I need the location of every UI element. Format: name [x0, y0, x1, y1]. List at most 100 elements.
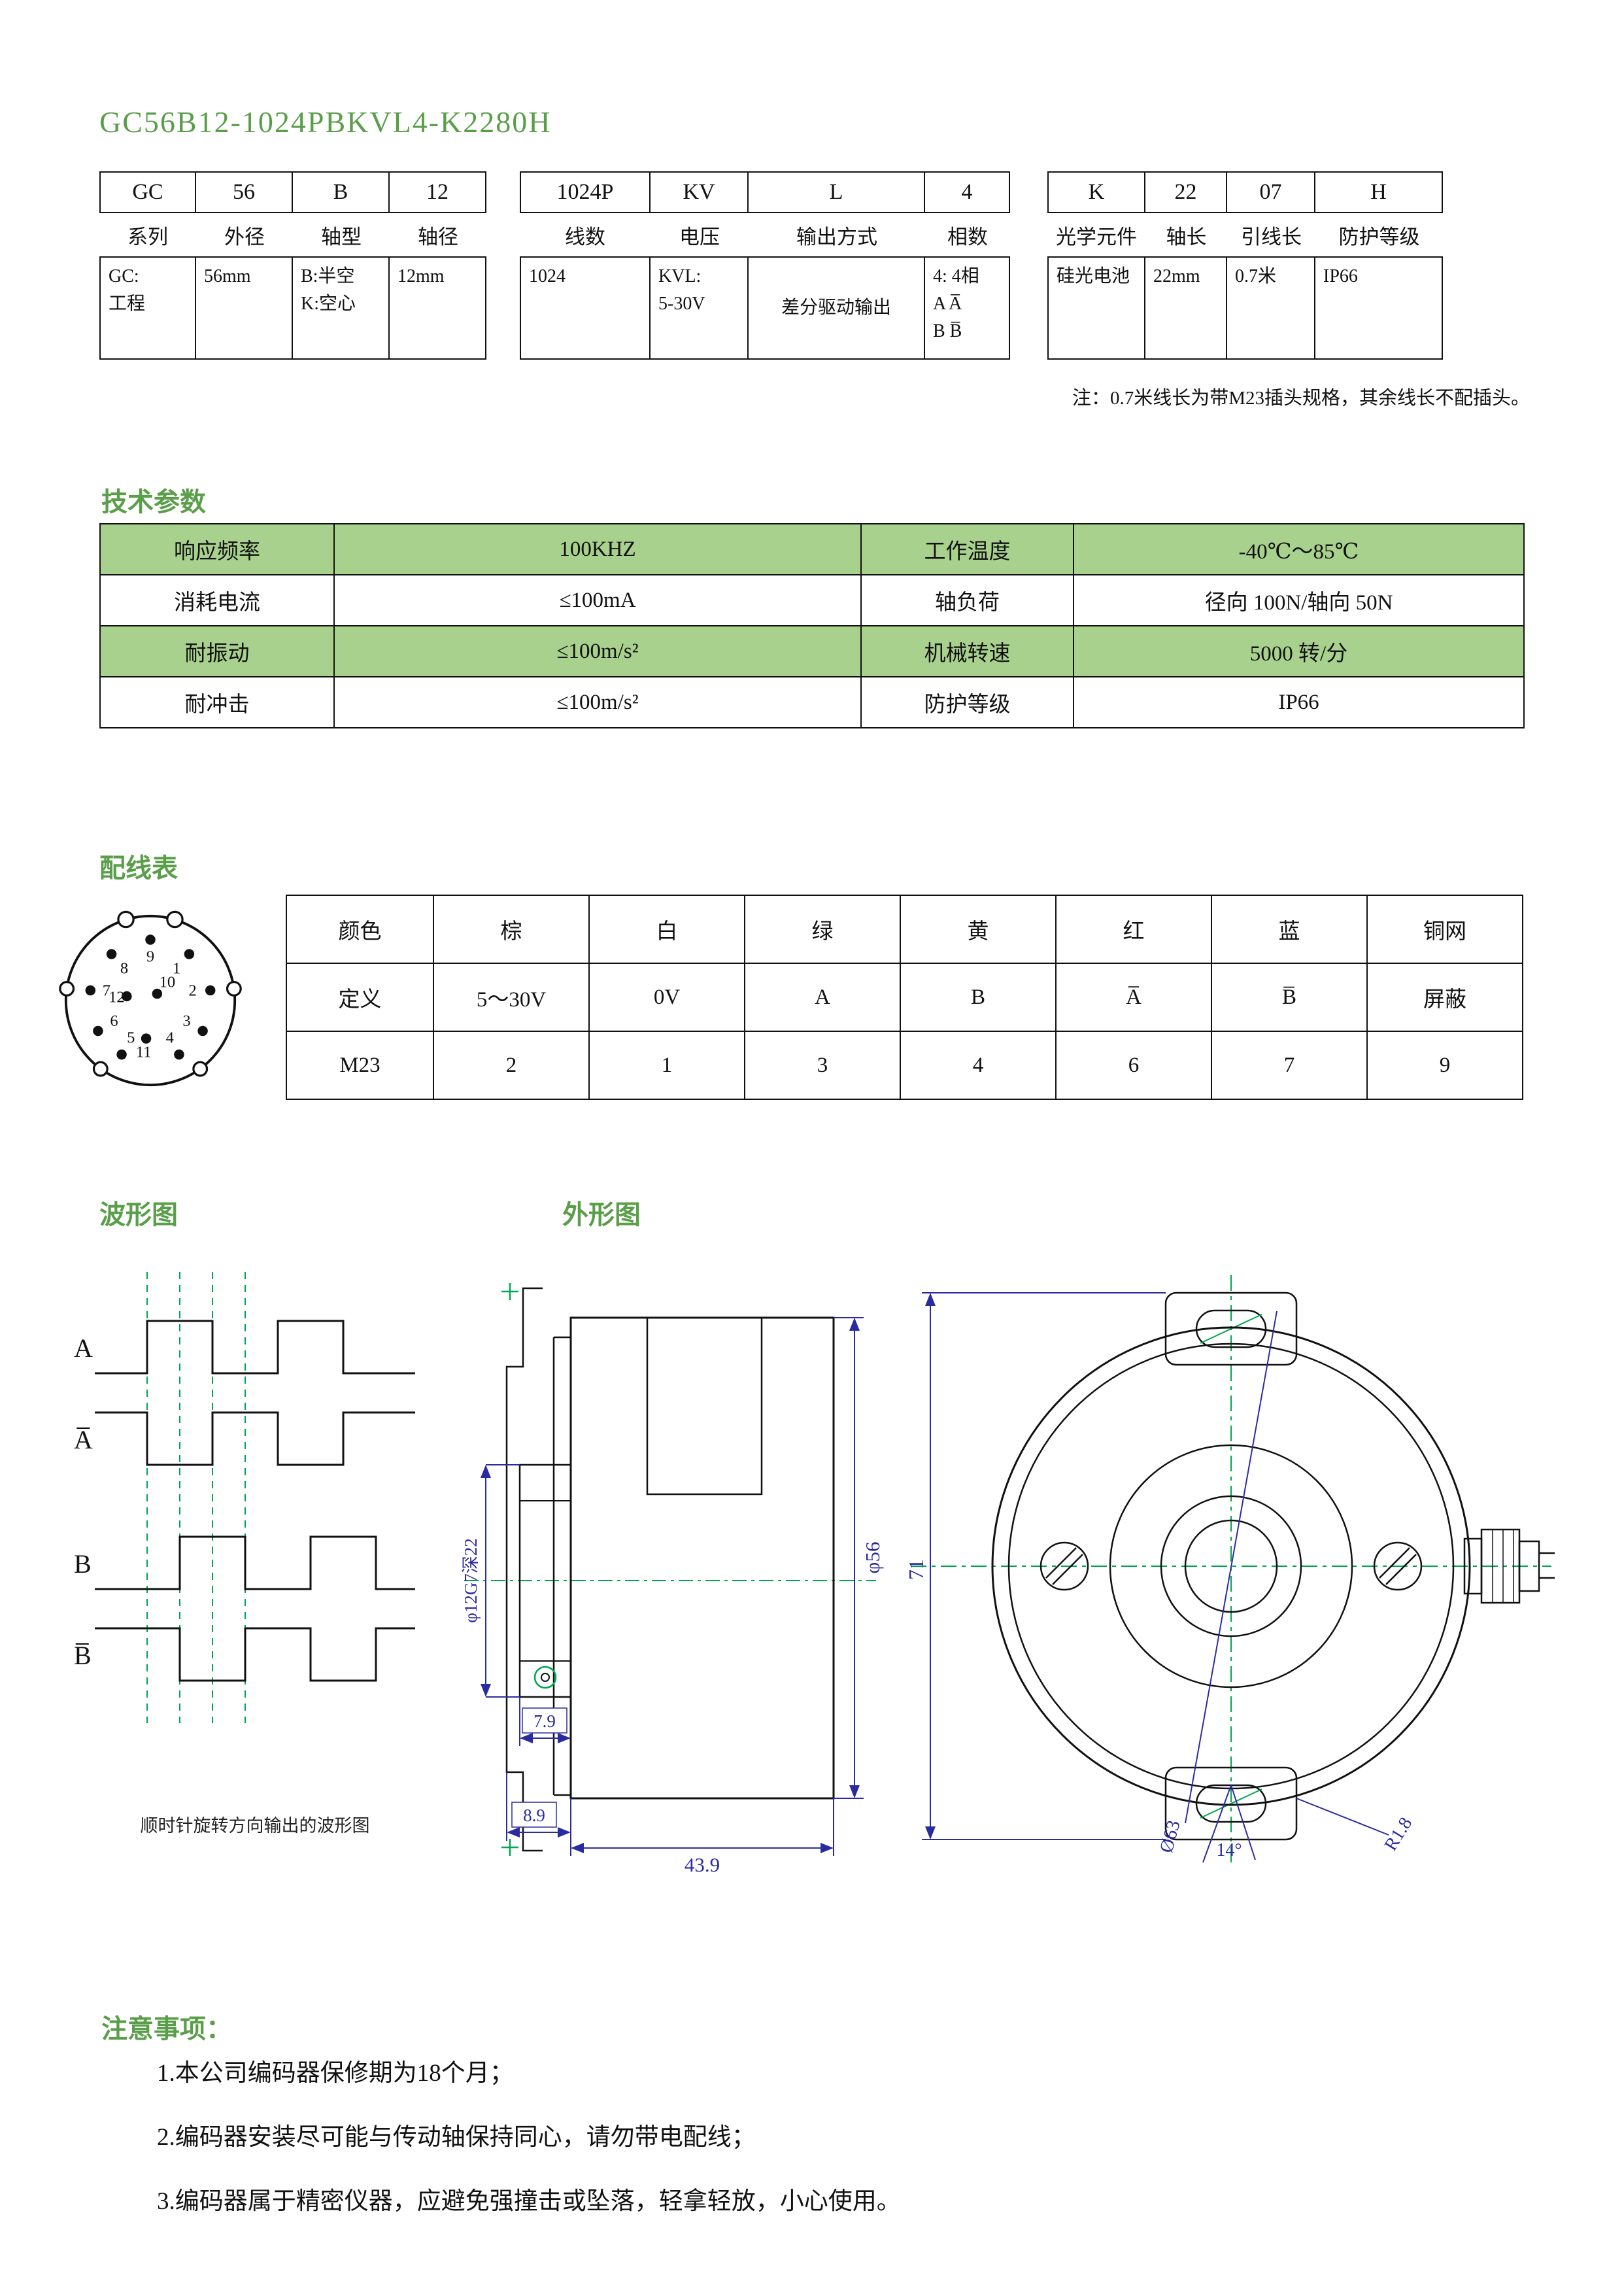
dim-89-box — [511, 1802, 557, 1828]
wiring-cell: 蓝 — [1211, 895, 1368, 964]
wiring-table: 颜色 棕 白 绿 黄 红 蓝 铜网 定义 5～30V 0V A B A̅ B̅ … — [286, 895, 1523, 1100]
wiring-cell: 铜网 — [1366, 895, 1523, 964]
dim-79-box — [522, 1707, 567, 1734]
model-label-row: 光学元件 轴长 引线长 防护等级 — [1047, 213, 1443, 256]
tech-cell: -40℃～85℃ — [1073, 523, 1525, 575]
pin-label: 4 — [166, 1029, 174, 1047]
shaft-collar-outline — [518, 1464, 572, 1698]
model-label-cell: 轴长 — [1166, 225, 1207, 248]
dim-angle-label: 14° — [1216, 1840, 1242, 1860]
pin-label: 5 — [127, 1029, 135, 1047]
model-label-cell: 轴型 — [321, 225, 362, 248]
model-code-group-1: GC 56 B 12 系列 外径 轴型 轴径 GC: 工程 56mm B:半空 … — [99, 171, 486, 360]
wiring-cell: 棕 — [433, 895, 590, 964]
model-code-cell: 12 — [390, 171, 486, 213]
model-desc-cell: B:半空 K:空心 — [293, 256, 390, 360]
model-code-cell: 22 — [1145, 171, 1227, 213]
dim-r18-label: R1.8 — [1381, 1814, 1417, 1855]
mounting-tabs — [1164, 1292, 1298, 1841]
wiring-cell: 定义 — [286, 963, 434, 1032]
collar-step-lines — [520, 1500, 571, 1662]
model-code-cell: H — [1315, 171, 1443, 213]
tech-cell: 机械转速 — [860, 625, 1074, 677]
pin-label: 2 — [188, 982, 196, 999]
model-code-cell: 4 — [925, 171, 1010, 213]
tech-cell: 100KHZ — [333, 523, 862, 575]
model-desc-cell: 0.7米 — [1227, 256, 1315, 360]
wiring-row: M23 2 1 3 4 6 7 9 — [286, 1031, 1523, 1100]
wiring-cell: 2 — [433, 1031, 590, 1100]
wiring-cell: 5～30V — [433, 963, 590, 1032]
model-desc-cell: 56mm — [196, 256, 293, 360]
waveform-caption: 顺时针旋转方向输出的波形图 — [140, 1816, 370, 1836]
pin-label: 7 — [103, 982, 110, 999]
page-title: GC56B12-1024PBKVL4-K2280H — [99, 105, 552, 139]
dim-71-lines — [922, 1292, 1166, 1840]
tech-cell: 工作温度 — [860, 523, 1074, 575]
model-desc-row: GC: 工程 56mm B:半空 K:空心 12mm — [99, 256, 486, 360]
note-item: 1.本公司编码器保修期为18个月； — [157, 2060, 514, 2087]
dim-phi56-lines — [834, 1317, 864, 1799]
wiring-cell: B — [900, 963, 1057, 1032]
tech-cell: 5000 转/分 — [1073, 625, 1525, 677]
model-code-cell: K — [1047, 171, 1145, 213]
wiring-cell: 6 — [1055, 1031, 1212, 1100]
dim-439-lines — [570, 1798, 834, 1856]
tech-row: 消耗电流 ≤100mA 轴负荷 径向 100N/轴向 50N — [99, 574, 1525, 626]
cable-spec-note: 注：0.7米线长为带M23插头规格，其余线长不配插头。 — [1072, 388, 1530, 409]
tech-row: 响应频率 100KHZ 工作温度 -40℃～85℃ — [99, 523, 1525, 575]
dim-79-lines — [519, 1697, 571, 1746]
cover-screws — [1040, 1541, 1423, 1591]
tech-cell: 消耗电流 — [99, 574, 335, 626]
model-desc-cell: 1024 — [520, 256, 651, 360]
tech-cell: ≤100m/s² — [333, 676, 862, 728]
dim-439-label: 43.9 — [685, 1853, 720, 1876]
body-step-line — [646, 1318, 763, 1496]
model-label-cell: 外径 — [224, 225, 265, 248]
tech-cell: 轴负荷 — [860, 574, 1074, 626]
model-code-row: GC 56 B 12 — [99, 171, 486, 213]
tech-row: 耐冲击 ≤100m/s² 防护等级 IP66 — [99, 676, 1525, 728]
wiring-cell: 1 — [588, 1031, 745, 1100]
wiring-cell: 红 — [1055, 895, 1212, 964]
connector-key-notches — [59, 910, 242, 1077]
waveform-trace-b-bar — [95, 1627, 415, 1682]
wiring-cell: 绿 — [744, 895, 901, 964]
model-label-row: 线数 电压 输出方式 相数 — [520, 213, 1010, 256]
connector-diagram: 9 1 2 3 4 5 6 7 8 12 10 11 — [59, 910, 242, 1087]
waveform-channel-labels: A A̅ B B̅ — [74, 1333, 93, 1670]
dim-89-label: 8.9 — [523, 1806, 545, 1825]
outline-side-view: φ12G7深22 7.9 8.9 43.9 φ56 — [461, 1283, 884, 1876]
tech-cell: ≤100m/s² — [333, 625, 862, 677]
model-desc-cell: GC: 工程 — [99, 256, 196, 360]
model-label-cell: 线数 — [565, 225, 605, 248]
model-desc-cell: 差分驱动输出 — [749, 256, 925, 360]
wiring-cell: 0V — [588, 963, 745, 1032]
model-code-group-3: K 22 07 H 光学元件 轴长 引线长 防护等级 硅光电池 22mm 0.7… — [1047, 171, 1443, 360]
tech-cell: 防护等级 — [860, 676, 1074, 728]
outline-front-view: Ø63 71 14° R1.8 — [904, 1275, 1555, 1864]
clamp-screw-highlight — [533, 1666, 557, 1689]
model-desc-cell: 12mm — [390, 256, 486, 360]
dim-shaft-bore-lines — [481, 1464, 520, 1698]
wiring-cell: B̅ — [1211, 963, 1368, 1032]
wiring-cell: 3 — [744, 1031, 901, 1100]
model-label-row: 系列 外径 轴型 轴径 — [99, 213, 486, 256]
wiring-cell: 9 — [1366, 1031, 1523, 1100]
wiring-cell: 7 — [1211, 1031, 1368, 1100]
pin-label: 6 — [110, 1012, 118, 1030]
dim-angle-lines — [1202, 1785, 1256, 1863]
phase-dashed-lines — [146, 1272, 246, 1723]
wiring-cell: 4 — [900, 1031, 1057, 1100]
model-label-cell: 系列 — [127, 225, 168, 248]
tech-cell: 响应频率 — [99, 523, 335, 575]
tech-cell: 耐振动 — [99, 625, 335, 677]
model-label-cell: 电压 — [679, 225, 720, 248]
model-desc-cell: 22mm — [1145, 256, 1227, 360]
model-label-cell: 光学元件 — [1056, 225, 1137, 248]
waveform-label-a: A — [74, 1333, 93, 1363]
wiring-cell: 黄 — [900, 895, 1057, 964]
model-desc-cell: 硅光电池 — [1047, 256, 1145, 360]
model-label-cell: 输出方式 — [796, 225, 877, 248]
model-code-cell: L — [749, 171, 925, 213]
